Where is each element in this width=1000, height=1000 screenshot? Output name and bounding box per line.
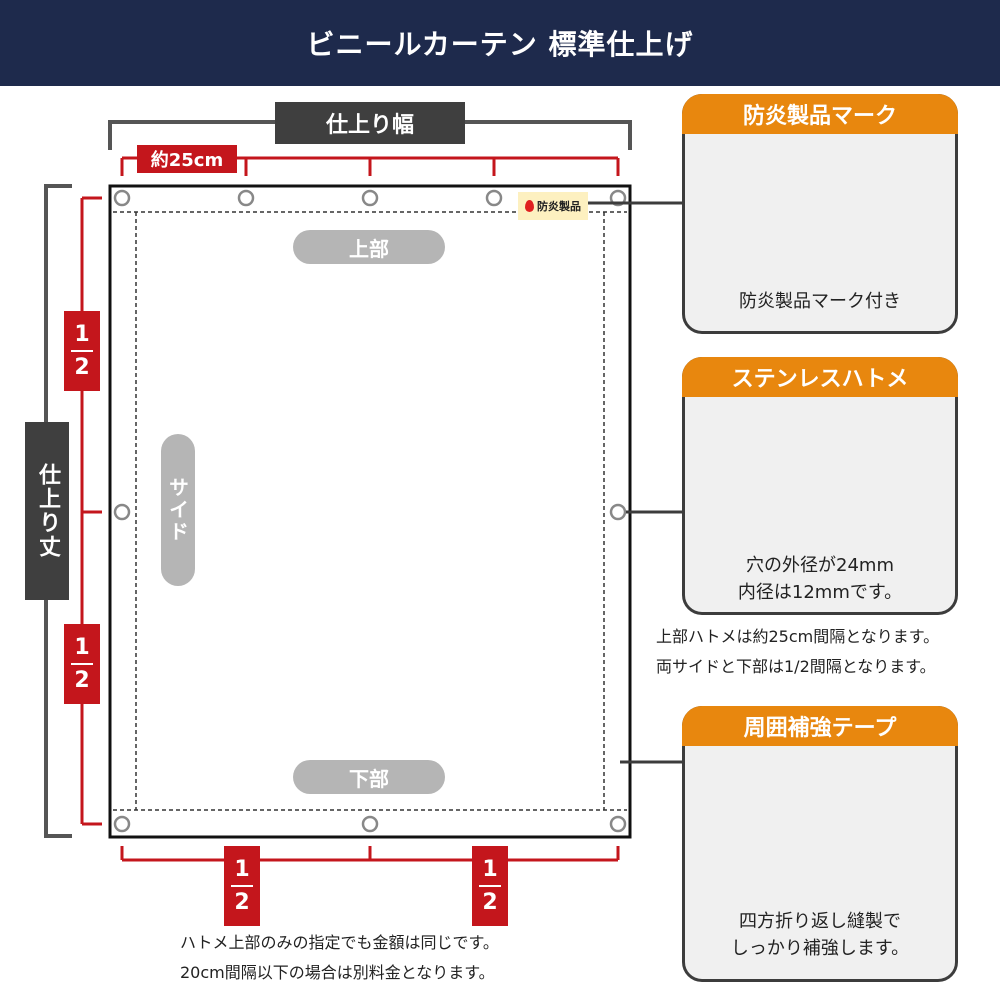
grommet	[485, 189, 503, 207]
grommet	[113, 503, 131, 521]
grommet-card-title: ステンレスハトメ	[682, 357, 958, 397]
grommet	[361, 815, 379, 833]
grommet	[237, 189, 255, 207]
bottom-area-label: 下部	[293, 760, 445, 794]
tape-card-caption: 四方折り返し縫製で しっかり補強します。	[730, 911, 910, 959]
fire-mark-card-title: 防炎製品マーク	[682, 94, 958, 134]
side-spacing-bracket	[80, 196, 102, 826]
width-label: 仕上り幅	[275, 102, 465, 144]
top-area-label: 上部	[293, 230, 445, 264]
height-label: 仕上り丈	[25, 422, 69, 600]
grommet-card-caption: 穴の外径が24mm 内径は12mmです。	[737, 555, 903, 603]
grommet	[113, 815, 131, 833]
pricing-note: ハトメ上部のみの指定でも金額は同じです。 20cm間隔以下の場合は別料金となりま…	[180, 933, 499, 982]
fire-mark-card-caption: 防炎製品マーク付き	[739, 291, 901, 312]
grommet	[609, 503, 627, 521]
tape-card	[682, 706, 958, 982]
tape-card-title: 周囲補強テープ	[682, 706, 958, 746]
grommet	[113, 189, 131, 207]
grommet	[609, 815, 627, 833]
grommet	[361, 189, 379, 207]
bottom-spacing-bracket	[120, 846, 620, 862]
flame-icon	[525, 200, 534, 212]
grommets	[113, 189, 627, 833]
connector-lines	[588, 201, 682, 764]
side-area-label: サイド	[161, 434, 195, 586]
curtain-outline	[108, 184, 632, 839]
spacing-label: 約25cm	[137, 145, 237, 173]
grommet-card	[682, 357, 958, 615]
page-header: ビニールカーテン 標準仕上げ	[0, 0, 1000, 86]
grommet-spacing-note: 上部ハトメは約25cm間隔となります。 両サイドと下部は1/2間隔となります。	[656, 627, 940, 676]
fire-retardant-mark: 防炎製品	[518, 192, 588, 220]
page-title: ビニールカーテン 標準仕上げ	[306, 28, 694, 61]
